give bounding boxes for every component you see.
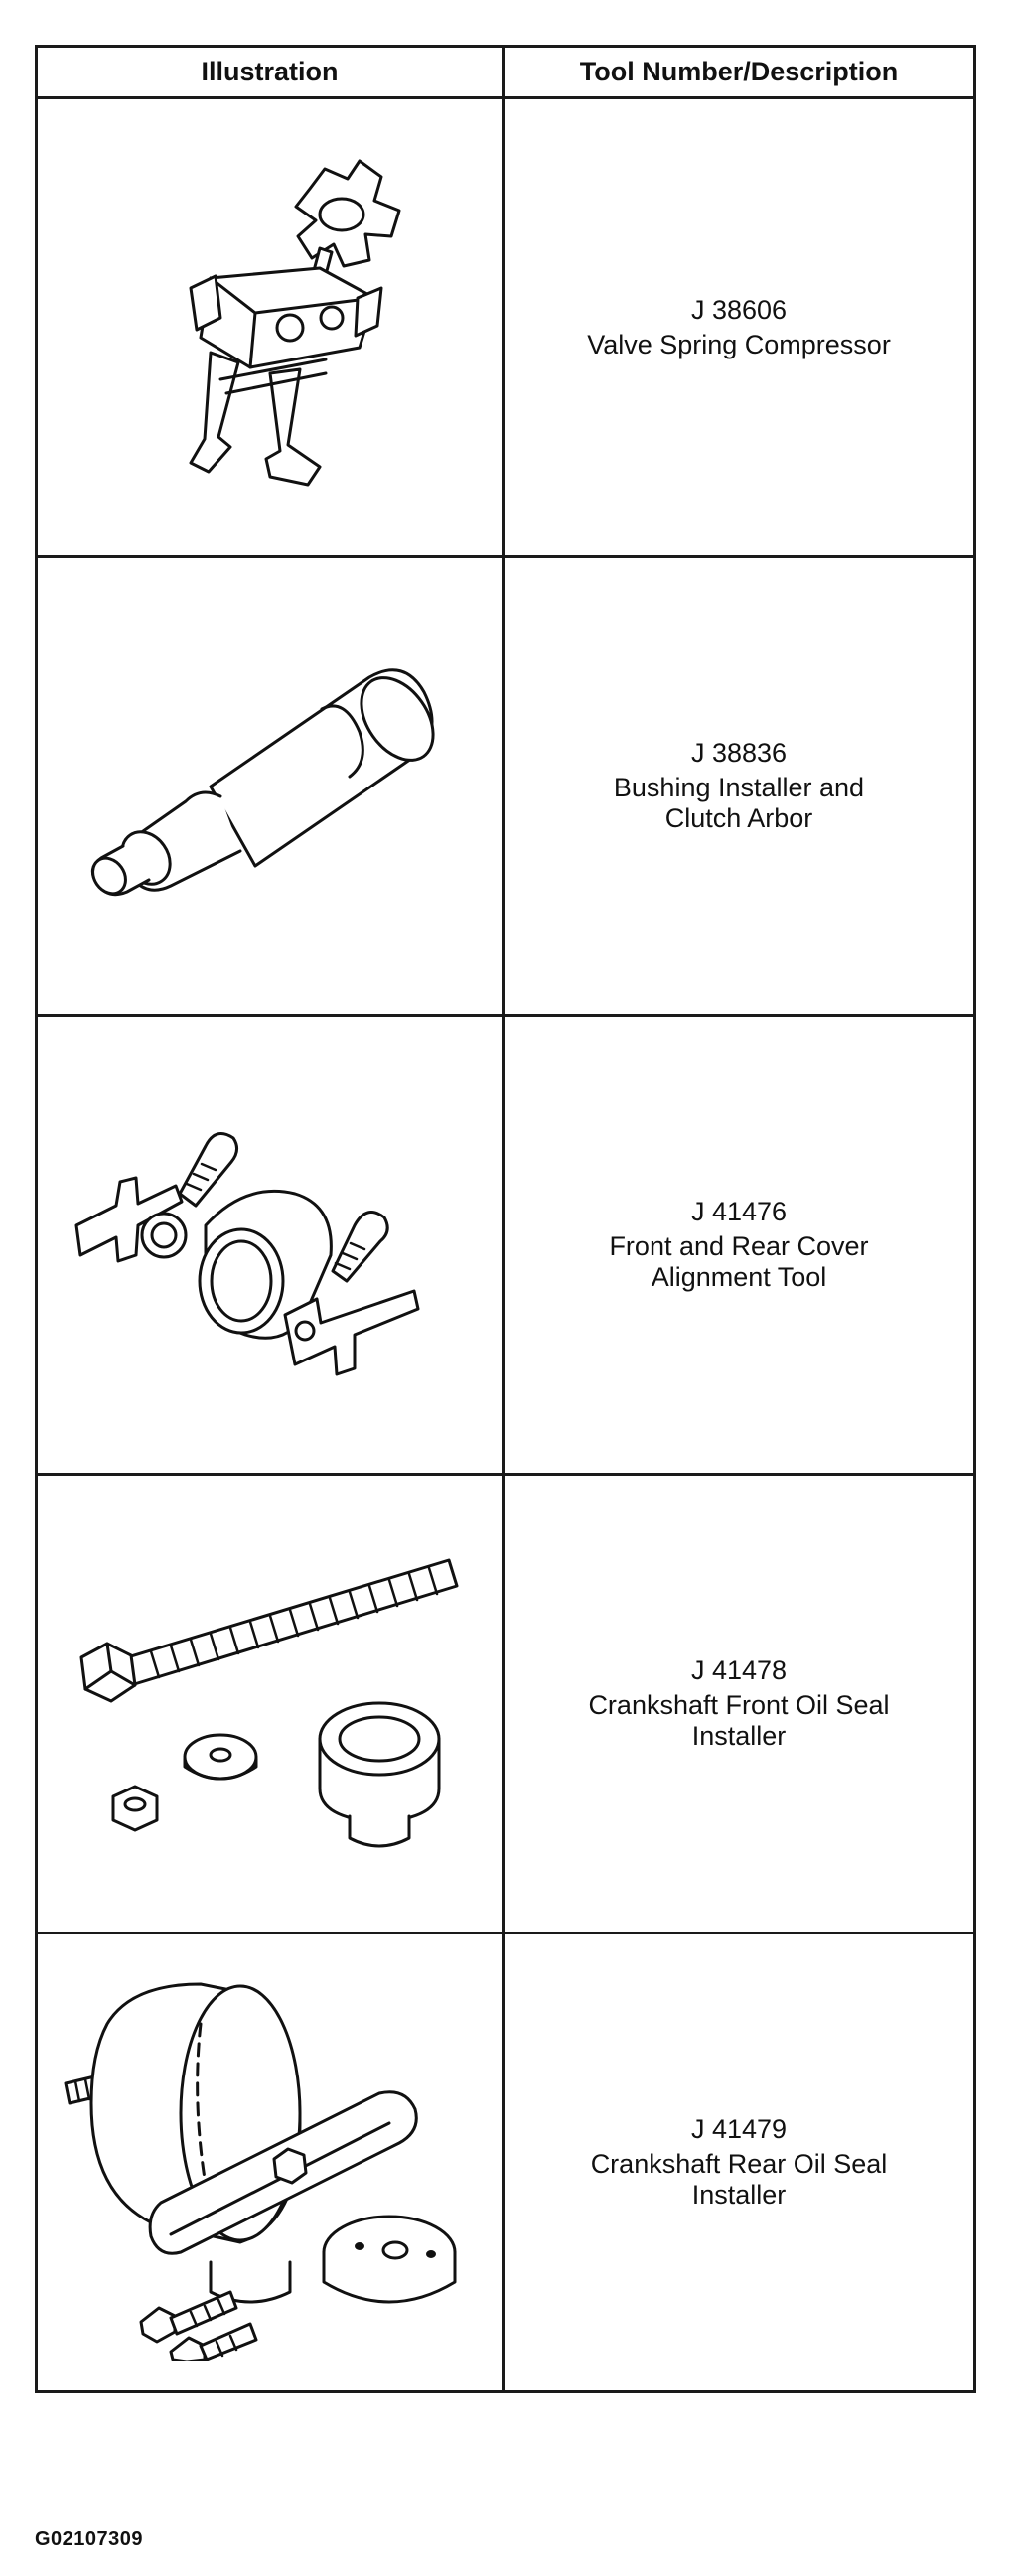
- tool-number: J 38836: [690, 738, 788, 768]
- table-row: J 41479 Crankshaft Rear Oil Seal Install…: [35, 1932, 976, 2393]
- tool-number: J 38606: [690, 294, 788, 325]
- table-row: J 38836 Bushing Installer and Clutch Arb…: [35, 555, 976, 1017]
- description-cell: J 41476 Front and Rear Cover Alignment T…: [502, 1014, 976, 1476]
- table-row: J 38606 Valve Spring Compressor: [35, 96, 976, 558]
- tool-description: Valve Spring Compressor: [587, 329, 891, 359]
- table-row: J 41478 Crankshaft Front Oil Seal Instal…: [35, 1473, 976, 1934]
- bushing-installer-drawing: [90, 667, 435, 896]
- alignment-tool-drawing: [74, 1131, 419, 1375]
- header-illustration: Illustration: [35, 45, 505, 99]
- tool-table-sheet: Illustration Tool Number/Description: [35, 45, 976, 2393]
- description-cell: J 41479 Crankshaft Rear Oil Seal Install…: [502, 1932, 976, 2393]
- tool-description: Bushing Installer and Clutch Arbor: [613, 773, 865, 833]
- rear-seal-installer-drawing: [64, 1982, 456, 2361]
- table-header-row: Illustration Tool Number/Description: [35, 45, 976, 99]
- illustration-cell: [35, 1473, 505, 1934]
- tool-description: Crankshaft Rear Oil Seal Installer: [590, 2149, 888, 2210]
- tool-description: Crankshaft Front Oil Seal Installer: [588, 1690, 890, 1751]
- front-seal-installer-drawing: [79, 1558, 458, 1847]
- illustration-cell: [35, 1932, 505, 2393]
- tool-description: Front and Rear Cover Alignment Tool: [609, 1231, 869, 1292]
- illustration-cell: [35, 96, 505, 558]
- description-cell: J 38606 Valve Spring Compressor: [502, 96, 976, 558]
- valve-spring-compressor-drawing: [189, 159, 400, 486]
- illustration-cell: [35, 555, 505, 1017]
- tool-number: J 41476: [690, 1197, 788, 1226]
- figure-code: G02107309: [35, 2528, 144, 2550]
- description-cell: J 38836 Bushing Installer and Clutch Arb…: [502, 555, 976, 1017]
- header-tool-number-description: Tool Number/Description: [502, 45, 976, 99]
- table-row: J 41476 Front and Rear Cover Alignment T…: [35, 1014, 976, 1476]
- description-cell: J 41478 Crankshaft Front Oil Seal Instal…: [502, 1473, 976, 1934]
- illustration-cell: [35, 1014, 505, 1476]
- tool-number: J 41479: [690, 2114, 788, 2144]
- special-tools-table: Illustration Tool Number/Description: [35, 45, 976, 2393]
- tool-number: J 41478: [690, 1655, 788, 1685]
